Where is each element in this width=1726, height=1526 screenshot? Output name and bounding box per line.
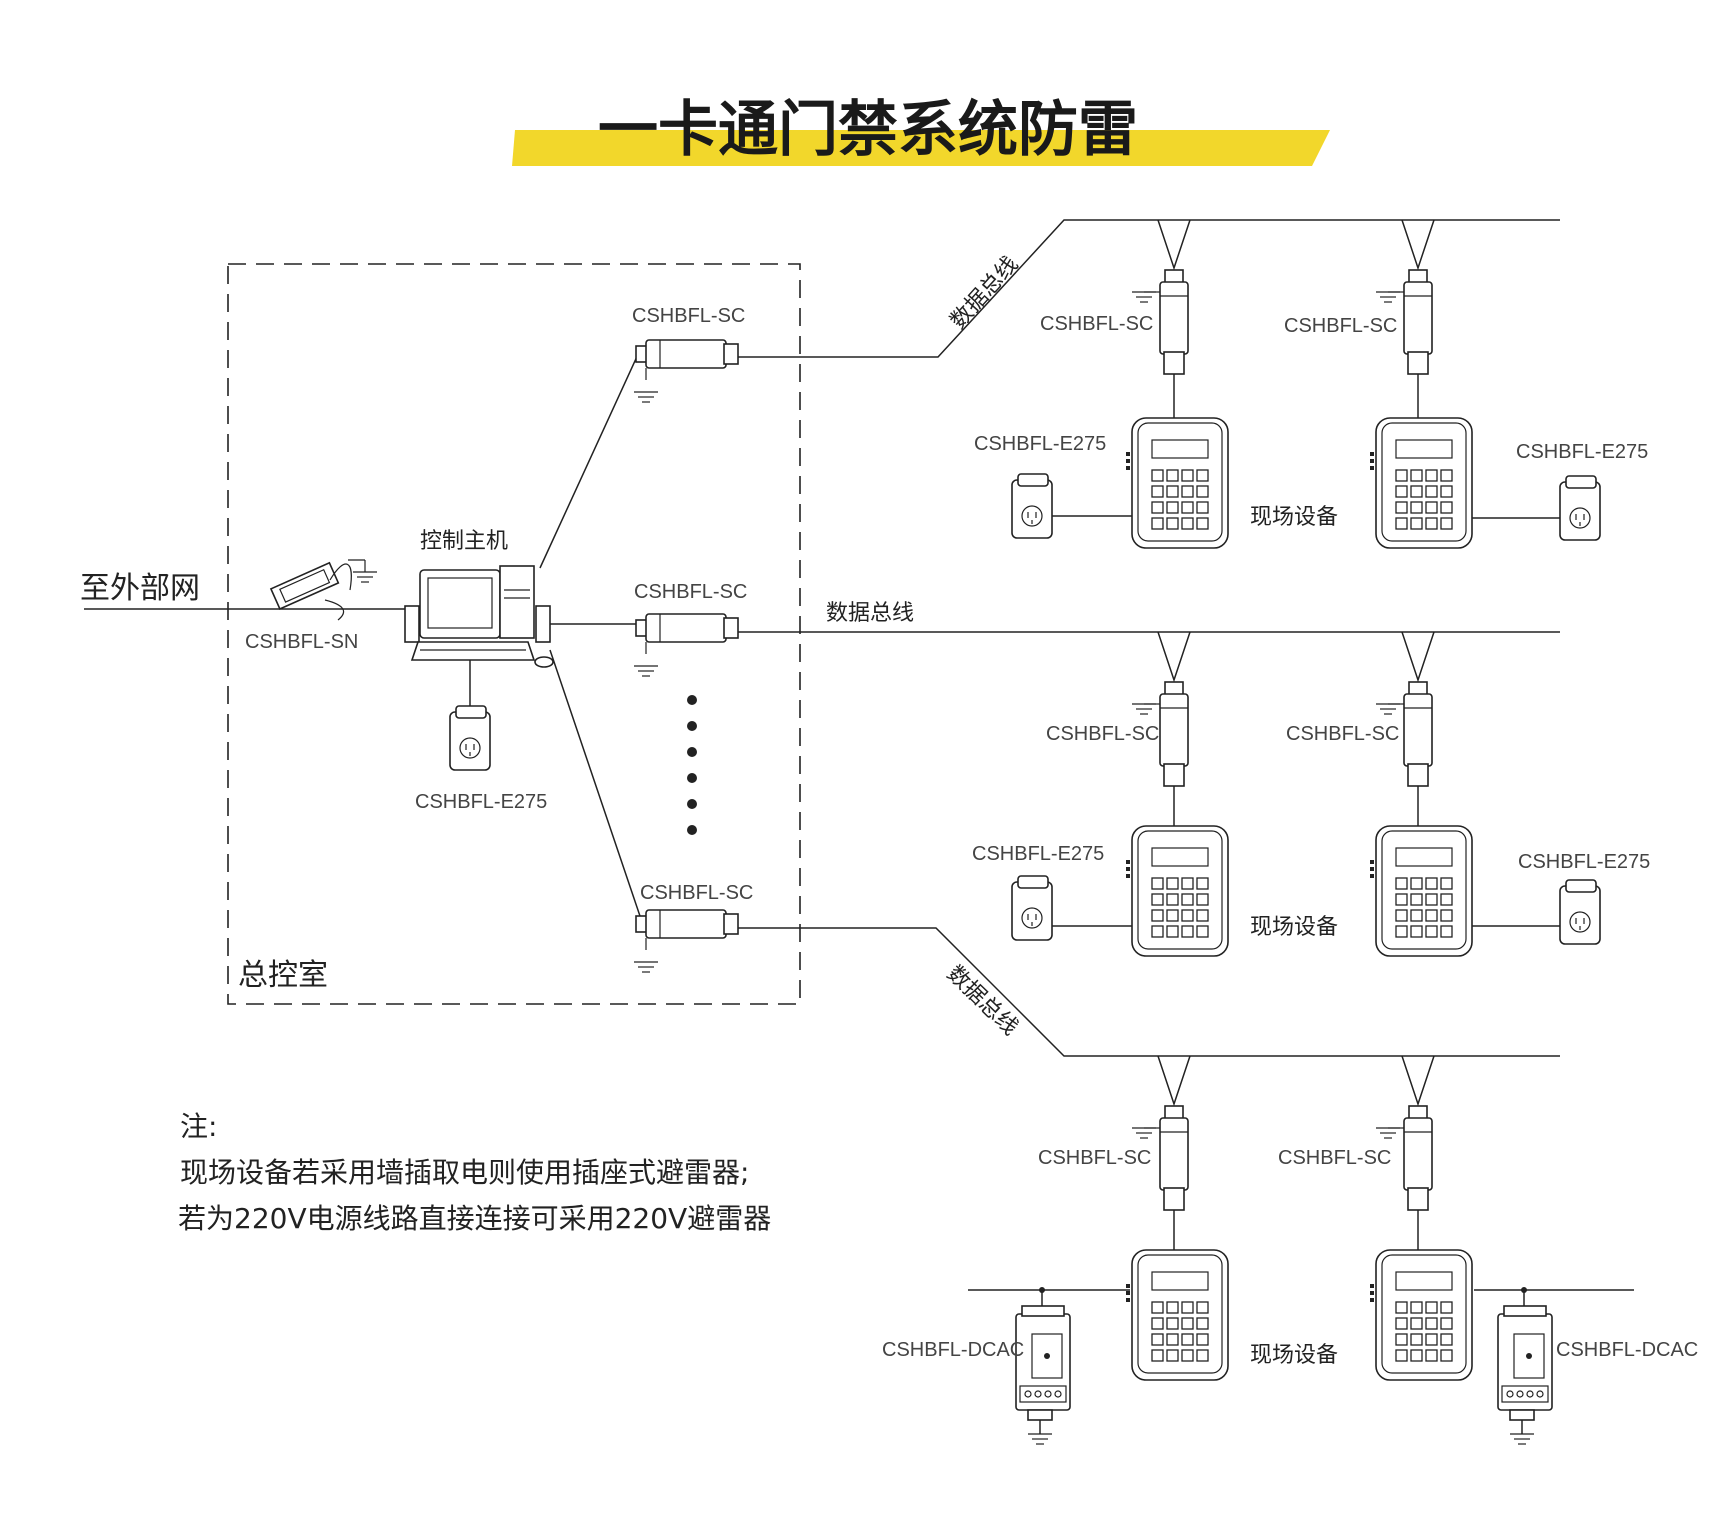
page-title: 一卡通门禁系统防雷 — [598, 95, 1138, 165]
control-room-boundary — [227, 263, 801, 1005]
title-band — [512, 130, 1330, 166]
dcac-right-label: CSHBFL-DCAC — [1556, 1339, 1698, 1361]
control-host-label: 控制主机 — [420, 529, 508, 554]
sc-room-bottom-label: CSHBFL-SC — [640, 882, 753, 904]
e275-r1a-label: CSHBFL-E275 — [974, 433, 1106, 455]
field-device-r1-label: 现场设备 — [1250, 505, 1338, 530]
sc-r2b-label: CSHBFL-SC — [1286, 723, 1399, 745]
dcac-left-label: CSHBFL-DCAC — [882, 1339, 1024, 1361]
field-device-r2-label: 现场设备 — [1250, 915, 1338, 940]
sc-r3a-label: CSHBFL-SC — [1038, 1147, 1151, 1169]
sc-room-top-label: CSHBFL-SC — [632, 305, 745, 327]
sn-label: CSHBFL-SN — [245, 631, 358, 653]
control-host-computer — [404, 565, 554, 668]
e275-r2b-label: CSHBFL-E275 — [1518, 851, 1650, 873]
data-bus-label-1: 数据总线 — [946, 252, 1023, 334]
host-e275-label: CSHBFL-E275 — [415, 791, 547, 813]
sc-r1b-label: CSHBFL-SC — [1284, 315, 1397, 337]
note-line-1: 现场设备若采用墙插取电则使用插座式避雷器; — [180, 1156, 749, 1189]
sc-r1a-label: CSHBFL-SC — [1040, 313, 1153, 335]
control-room-label: 总控室 — [238, 958, 328, 993]
continuation-dots — [687, 695, 697, 835]
external-network-label: 至外部网 — [80, 571, 200, 606]
note-head: 注: — [180, 1110, 217, 1143]
sc-r3b-label: CSHBFL-SC — [1278, 1147, 1391, 1169]
note-line-2: 若为220V电源线路直接连接可采用220V避雷器 — [178, 1202, 771, 1235]
sc-room-mid-label: CSHBFL-SC — [634, 581, 747, 603]
e275-r2a-label: CSHBFL-E275 — [972, 843, 1104, 865]
e275-r1b-label: CSHBFL-E275 — [1516, 441, 1648, 463]
data-bus-label-2: 数据总线 — [826, 601, 914, 626]
sc-r2a-label: CSHBFL-SC — [1046, 723, 1159, 745]
field-device-r3-label: 现场设备 — [1250, 1343, 1338, 1368]
sn-protector — [269, 561, 340, 611]
